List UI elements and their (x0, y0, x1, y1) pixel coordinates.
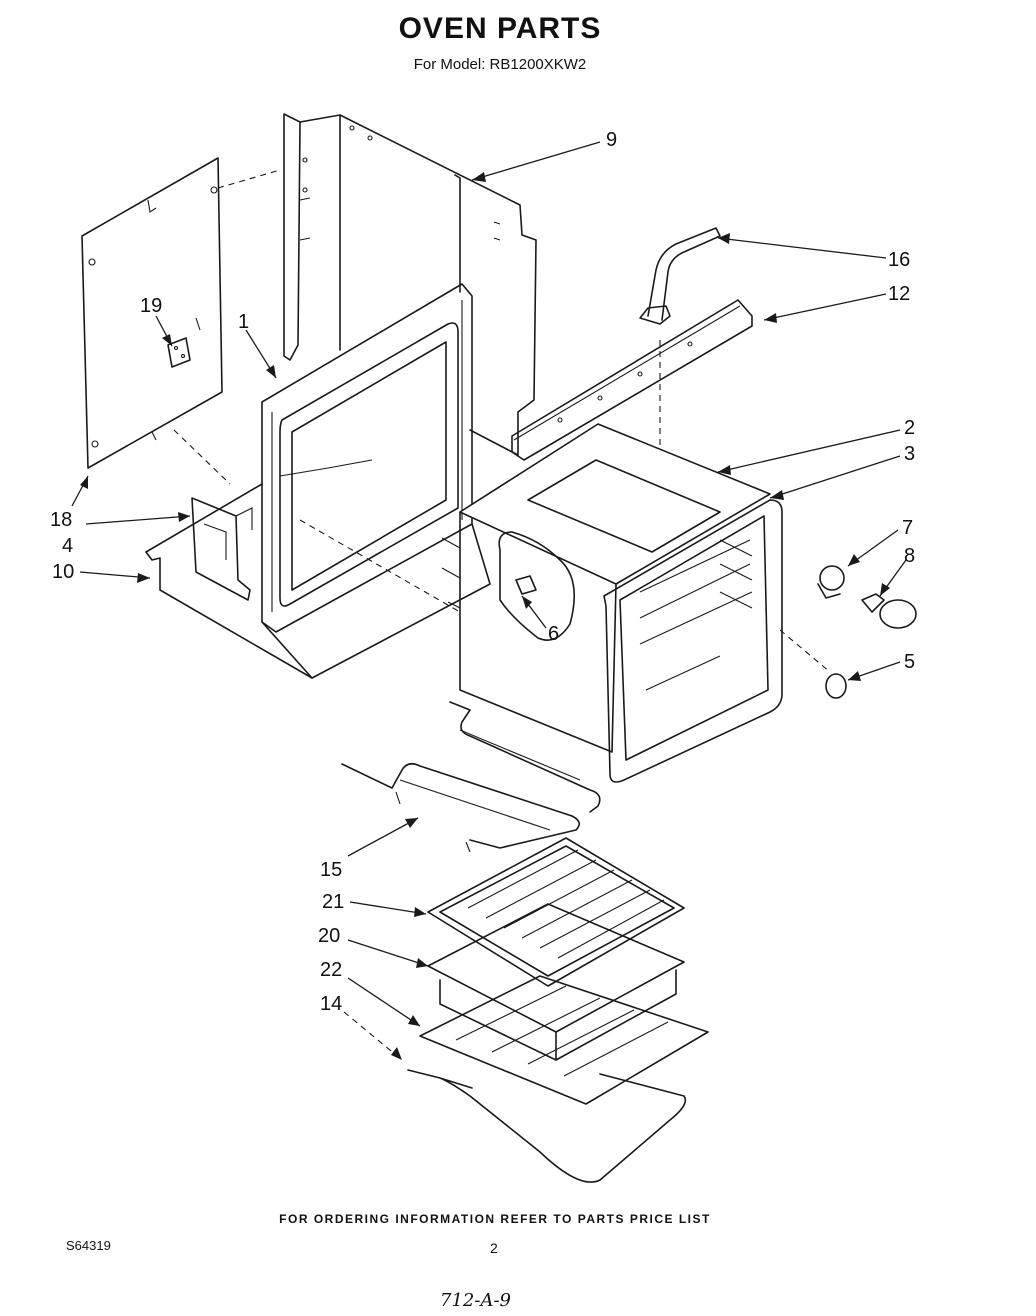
part-21-broil-grid (427, 837, 685, 987)
callout-21: 21 (322, 891, 344, 913)
page-title: OVEN PARTS (398, 12, 602, 45)
model-subtitle: For Model: RB1200XKW2 (413, 56, 587, 73)
callout-3: 3 (904, 443, 915, 465)
callout-5: 5 (904, 651, 915, 673)
part-12-mount-bracket (511, 299, 753, 461)
leader-lines (71, 141, 907, 1061)
ordering-note: FOR ORDERING INFORMATION REFER TO PARTS … (279, 1212, 711, 1226)
callout-6: 6 (548, 623, 559, 645)
callout-16: 16 (888, 249, 910, 271)
part-9-back-wrapper (283, 113, 537, 456)
part-4-bracket (191, 497, 253, 601)
part-5-lamp-lens (825, 673, 847, 699)
page-number: 2 (490, 1240, 498, 1256)
callout-4: 4 (62, 535, 73, 557)
part-3-door-gasket (603, 499, 783, 783)
callout-14: 14 (320, 993, 342, 1015)
callout-12: 12 (888, 283, 910, 305)
callout-2: 2 (904, 417, 915, 439)
callout-22: 22 (320, 959, 342, 981)
part-22-oven-rack (419, 975, 709, 1105)
part-14-broil-element (407, 1069, 687, 1183)
callout-19: 19 (140, 295, 162, 317)
part-16-sensor-bracket (639, 227, 721, 325)
callout-10: 10 (52, 561, 74, 583)
part-20-broil-pan (427, 903, 685, 1061)
part-1-front-frame (261, 283, 473, 633)
handwritten-note: 712-A-9 (440, 1290, 511, 1311)
part-19-bracket (167, 337, 191, 368)
callout-18: 18 (50, 509, 72, 531)
callout-20: 20 (318, 925, 340, 947)
rack-supports (639, 539, 753, 691)
callout-8: 8 (904, 545, 915, 567)
part-10-bottom (145, 459, 491, 679)
callout-7: 7 (902, 517, 913, 539)
callout-9: 9 (606, 129, 617, 151)
callout-1: 1 (238, 311, 249, 333)
part-8-bulb (861, 593, 917, 629)
part-7-lamp-socket (817, 565, 845, 599)
part-2-oven-cavity (441, 423, 771, 753)
callout-15: 15 (320, 859, 342, 881)
document-number: S64319 (66, 1238, 111, 1253)
part-18-rear-panel (81, 157, 223, 469)
part-15-bake-element (341, 701, 601, 853)
